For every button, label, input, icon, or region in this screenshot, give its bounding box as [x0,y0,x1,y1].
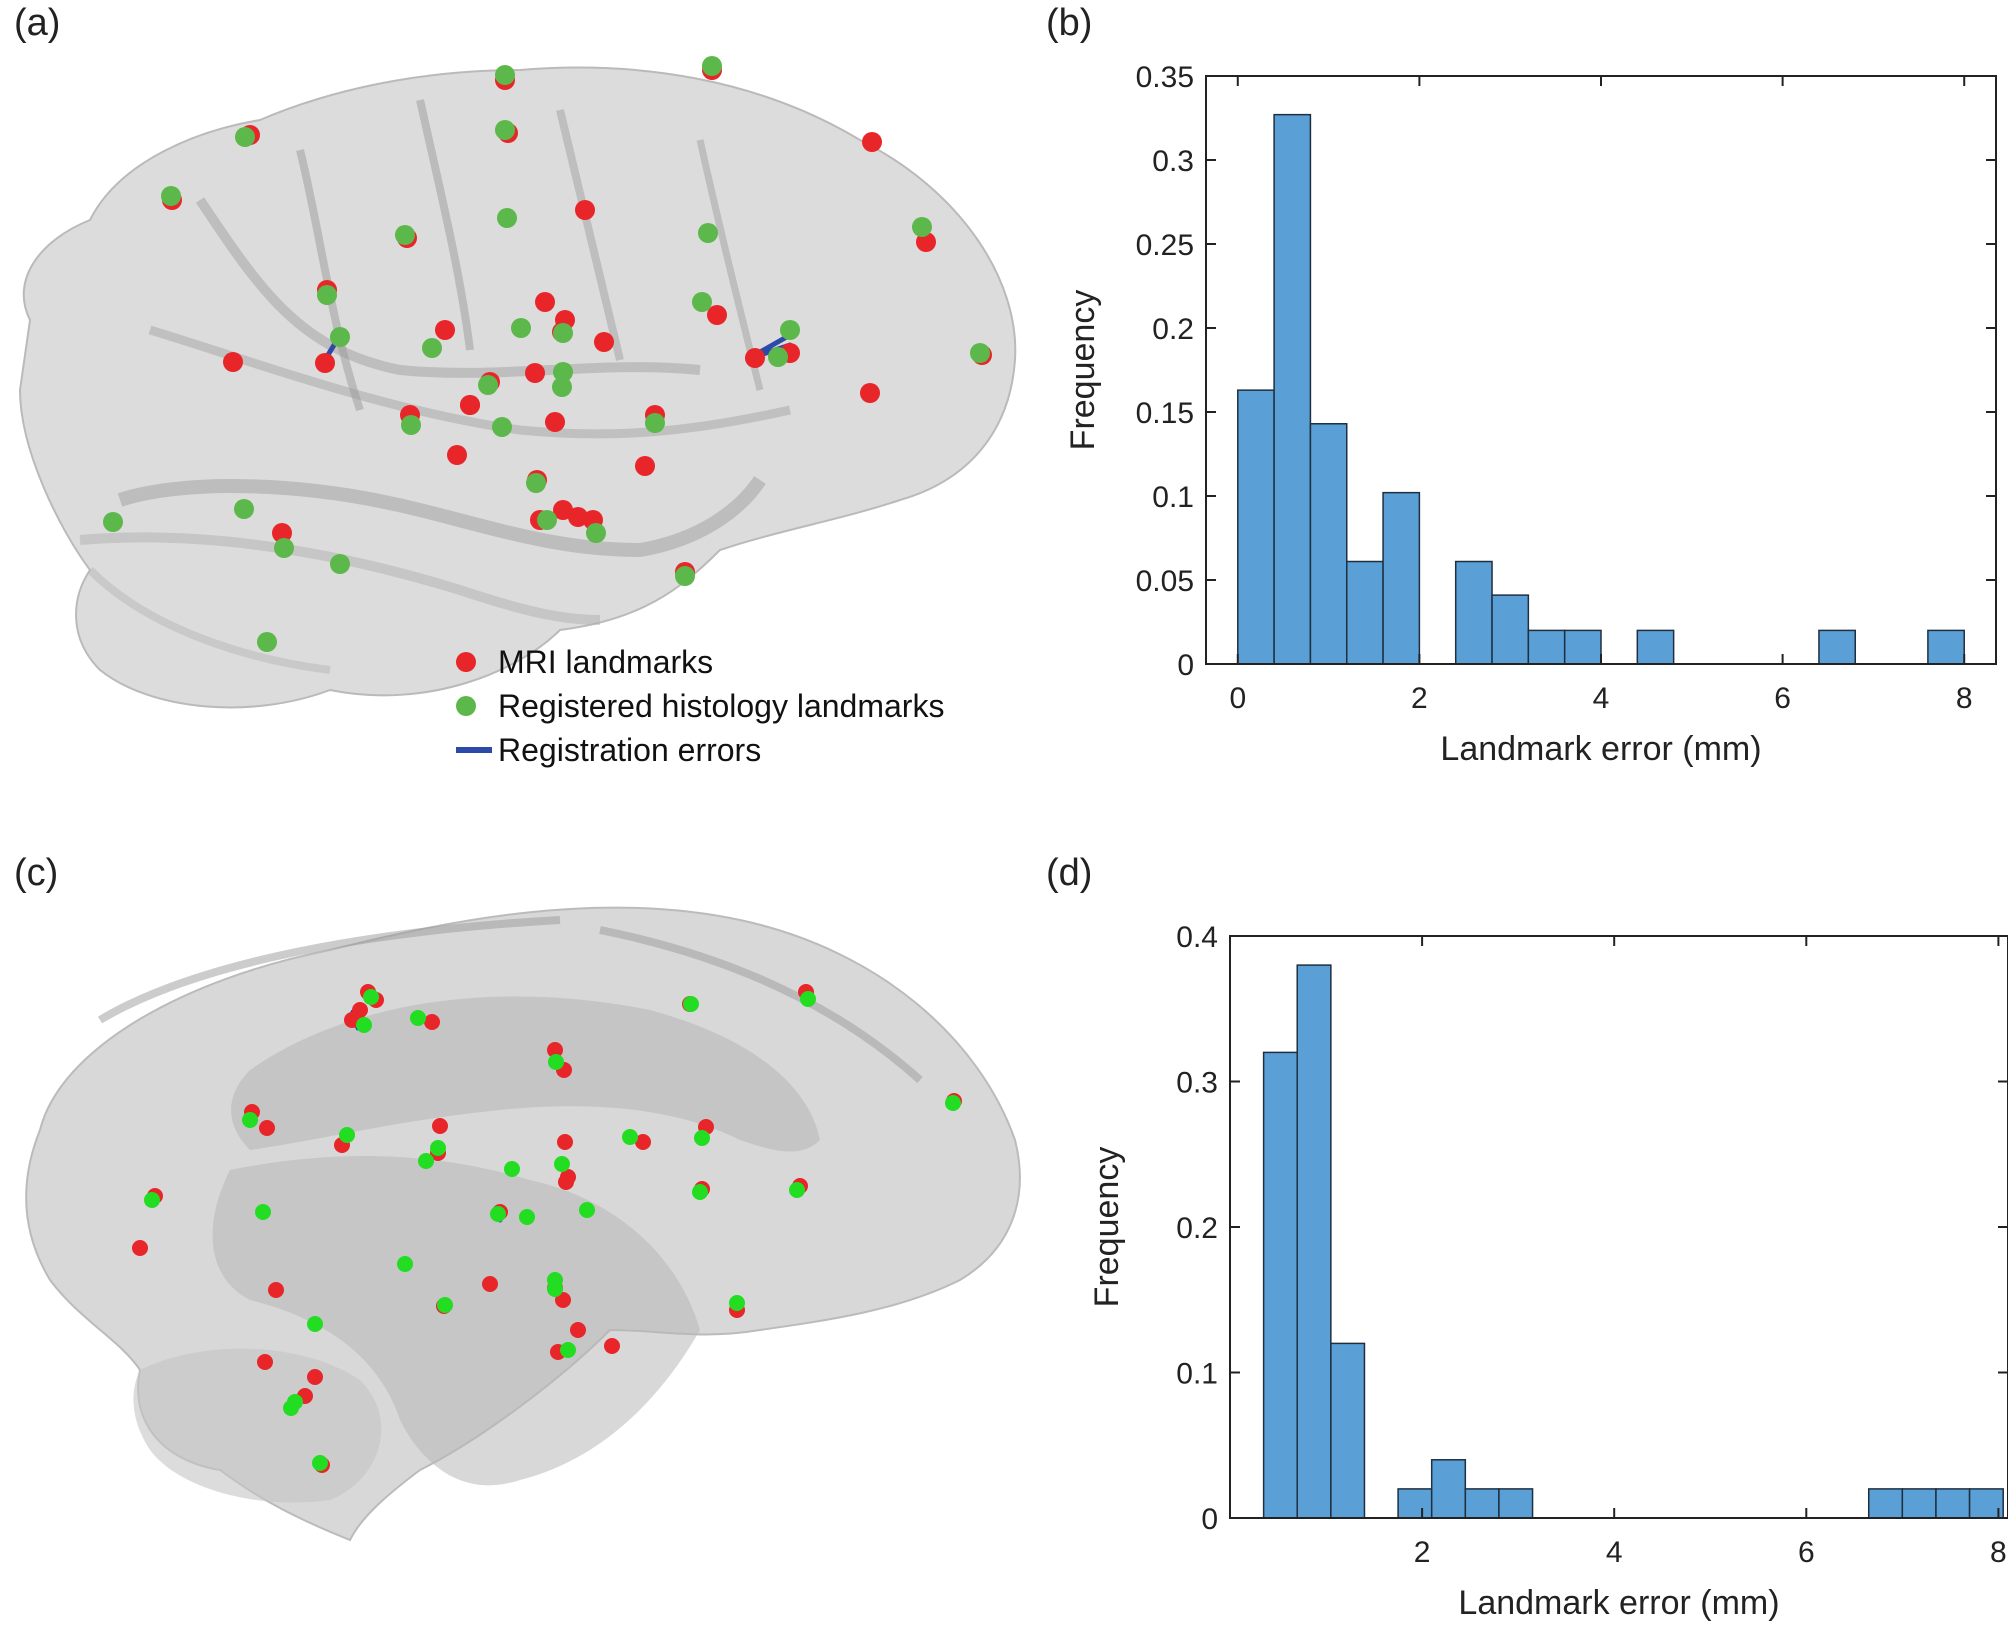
hist-d-bar-18 [1867,1488,1904,1519]
hist-b-bar-0 [1237,389,1275,665]
hist-b-bar-4 [1382,491,1421,665]
hist-d-bar-19 [1901,1488,1937,1519]
panel-label-a: (a) [14,2,61,44]
histogram-b: 0 2 4 6 8 0 0.05 0.1 0.15 0.2 0.25 0.3 0.35Landmark … [1064,61,1997,768]
hist-d-bar-6 [1464,1488,1500,1519]
hist-b-ytick-label-1: 0.05 [1136,565,1194,598]
hist-b-bar-3 [1345,560,1384,665]
histology-landmarks-a [103,56,990,652]
hist-b-bar-9 [1563,629,1602,665]
legend-marker-mri [456,652,476,672]
hist-b-bar-8 [1527,629,1566,665]
hist-d-xtick-label-2: 6 [1798,1536,1815,1569]
hist-b-bar-2 [1309,423,1348,665]
brain-render-medial [25,906,1021,1542]
hist-d-bar-7 [1498,1488,1534,1519]
hist-b-xtick-label-4: 8 [1956,682,1973,715]
hist-d-bar-1 [1296,964,1332,1519]
hist-d-ylabel: Frequency [1088,1147,1126,1308]
hist-d-xtick-label-3: 8 [1990,1536,2007,1569]
hist-b-ytick-label-3: 0.15 [1136,397,1194,430]
hist-d-bar-0 [1262,1051,1298,1519]
legend-label-histology: Registered histology landmarks [498,688,945,724]
hist-b-ytick-label-5: 0.25 [1136,229,1194,262]
legend-marker-histology [456,696,476,716]
hist-d-ytick-label-4: 0.4 [1176,921,1218,954]
hist-b-ylabel: Frequency [1064,290,1102,451]
hist-b-ytick-label-7: 0.35 [1136,61,1194,94]
hist-b-xlabel: Landmark error (mm) [1440,730,1761,768]
hist-b-bar-6 [1454,560,1493,665]
hist-b-ytick-label-2: 0.1 [1152,481,1194,514]
brain-render-lateral [18,56,1017,709]
panel-label-c: (c) [14,852,59,894]
hist-b-bar-7 [1491,594,1530,665]
legend-label-mri: MRI landmarks [498,644,714,680]
histology-landmarks-c [144,989,961,1471]
hist-b-bar-1 [1273,113,1312,665]
hist-d-xtick-label-0: 2 [1414,1536,1431,1569]
hist-b-xtick-label-2: 4 [1593,682,1610,715]
hist-b-xtick-label-3: 6 [1774,682,1791,715]
hist-b-bar-11 [1636,629,1675,665]
hist-d-ytick-label-2: 0.2 [1176,1212,1218,1245]
hist-b-ytick-label-4: 0.2 [1152,313,1194,346]
hist-d-ytick-label-0: 0 [1201,1503,1218,1536]
hist-b-ytick-label-0: 0 [1177,649,1194,682]
hist-d-ytick-label-3: 0.3 [1176,1067,1218,1100]
hist-b-ytick-label-6: 0.3 [1152,145,1194,178]
hist-d-bar-4 [1397,1488,1433,1519]
panel-label-d: (d) [1046,852,1093,894]
hist-d-bar-20 [1935,1488,1971,1519]
hist-b-bar-19 [1927,629,1965,665]
hist-d-bar-2 [1330,1342,1366,1519]
hist-d-xlabel: Landmark error (mm) [1458,1584,1779,1622]
legend-label-errors: Registration errors [498,732,762,768]
legend-marker-errors [456,747,492,753]
hist-d-xtick-label-1: 4 [1606,1536,1623,1569]
hist-b-bar-16 [1818,629,1857,665]
hist-b-xtick-label-0: 0 [1229,682,1246,715]
hist-d-bar-5 [1430,1459,1467,1519]
hist-b-xtick-label-1: 2 [1411,682,1428,715]
hist-d-ytick-label-1: 0.1 [1176,1358,1218,1391]
panel-label-b: (b) [1046,2,1093,44]
